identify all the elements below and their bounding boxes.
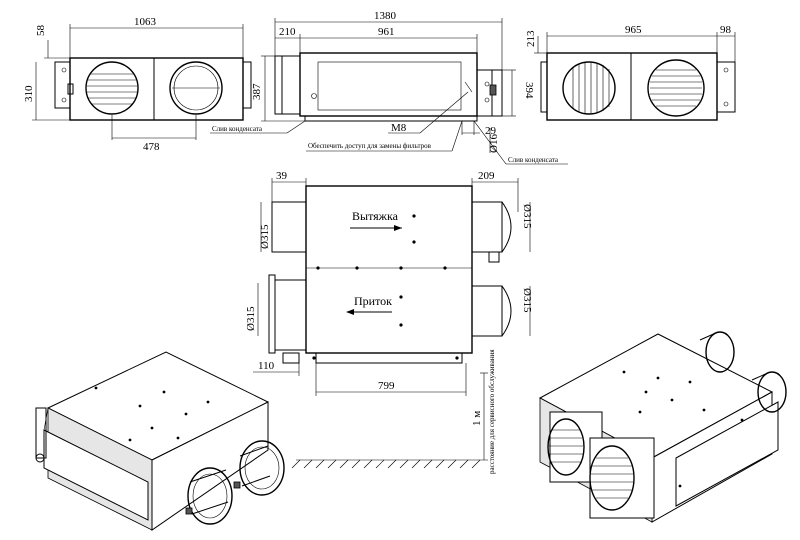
- dim-side-offset: 29: [485, 125, 497, 137]
- front-view: 1063 58 310 478: [23, 16, 252, 153]
- dim-front-height: 310: [23, 85, 35, 102]
- dim-plan-diam-4: Ø315: [521, 288, 533, 313]
- dim-side-mid: 961: [378, 26, 395, 38]
- service-note: расстояние для сервисного обслуживания: [488, 349, 496, 474]
- drain-label-1: Слив конденсата: [212, 125, 263, 133]
- dim-plan-right: 209: [478, 170, 495, 182]
- isometric-left: [35, 351, 285, 531]
- dim-front-spacing: 478: [143, 141, 160, 153]
- side-view: 1380 210 961 387 394 M8 29 Ø16 Слив конд…: [210, 10, 568, 165]
- back-left-grille: [572, 63, 610, 113]
- drain-label-2: Слив конденсата: [508, 156, 559, 164]
- dim-back-top: 213: [525, 30, 537, 47]
- service-clearance: 1 м расстояние для сервисного обслуживан…: [291, 349, 496, 474]
- dim-side-right-height: 394: [523, 82, 535, 99]
- dim-plan-diam-1: Ø315: [259, 224, 271, 249]
- dim-plan-diam-2: Ø315: [245, 306, 257, 331]
- dim-front-top: 58: [35, 25, 47, 37]
- supply-label: Приток: [354, 294, 392, 308]
- dim-side-height: 387: [251, 83, 263, 100]
- dim-plan-left: 39: [276, 170, 288, 182]
- dim-back-right: 98: [720, 24, 732, 36]
- dim-back-width: 965: [625, 24, 642, 36]
- thread-label: M8: [391, 122, 407, 134]
- back-view: 965 98 213: [525, 24, 736, 121]
- dim-plan-diam-3: Ø315: [521, 204, 533, 229]
- service-height-label: 1 м: [471, 411, 483, 426]
- plan-view: Вытяжка Приток 39 209 Ø315 Ø315 Ø315 Ø31…: [245, 170, 533, 396]
- dim-side-left: 210: [279, 26, 296, 38]
- isometric-right: [538, 331, 787, 523]
- iso-right-grille-1: [549, 429, 583, 463]
- exhaust-label: Вытяжка: [352, 209, 399, 223]
- filter-access-label: Обеспечить доступ для замены фильтров: [308, 142, 432, 150]
- dim-side-total: 1380: [374, 10, 397, 22]
- dim-front-width: 1063: [134, 16, 157, 28]
- dim-plan-bottom: 799: [378, 380, 395, 392]
- iso-right-grille-2: [591, 457, 633, 499]
- floor-hatch: [291, 459, 481, 469]
- dim-side-diam: Ø16: [488, 134, 500, 153]
- dim-plan-bottom-left: 110: [258, 360, 275, 372]
- front-left-grille: [87, 73, 137, 105]
- back-right-grille: [650, 69, 702, 107]
